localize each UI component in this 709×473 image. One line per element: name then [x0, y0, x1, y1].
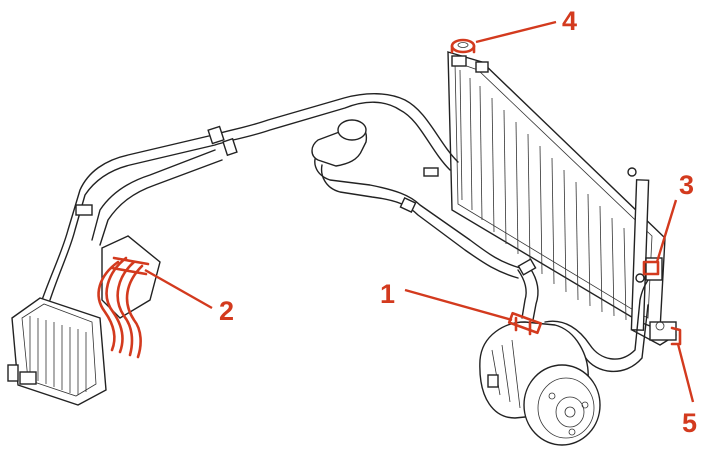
- accumulator: [311, 119, 368, 167]
- part-2-hoses: [97, 256, 150, 359]
- condenser: [447, 51, 666, 332]
- part-5-fitting: [649, 321, 682, 346]
- refrigerant-lines: [41, 93, 677, 373]
- evaporator-fins: [29, 316, 87, 395]
- callout-3: 3: [679, 170, 694, 200]
- line-clips: [75, 125, 537, 276]
- callout-5: 5: [682, 408, 697, 438]
- callout-leaders: [144, 20, 695, 403]
- part-4-cap: [450, 38, 476, 54]
- callout-2: 2: [219, 296, 234, 326]
- condenser-fins: [459, 69, 627, 321]
- callout-1: 1: [380, 279, 395, 309]
- callout-4: 4: [562, 6, 577, 36]
- part-1-valve: [507, 311, 543, 336]
- compressor: [479, 321, 601, 446]
- evaporator: [7, 297, 107, 406]
- part-3-fitting: [642, 257, 663, 281]
